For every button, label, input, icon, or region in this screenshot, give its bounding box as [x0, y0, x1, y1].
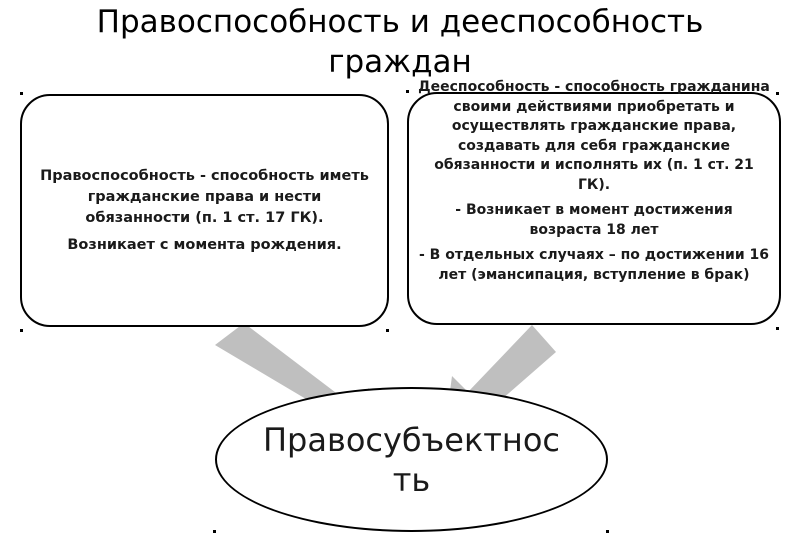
corner-dot — [776, 327, 779, 330]
active-capacity-point-18: - Возникает в момент достижения возраста… — [455, 202, 733, 238]
diagram-title: Правоспособность и дееспособность гражда… — [0, 2, 800, 82]
corner-dot — [776, 92, 779, 95]
legal-capacity-origin: Возникает с момента рождения. — [67, 236, 342, 253]
title-line-1: Правоспособность и дееспособность — [96, 4, 704, 40]
legal-personality-line-2: ть — [392, 460, 431, 499]
corner-dot — [386, 329, 389, 332]
legal-capacity-definition: Правоспособность - способность иметь гра… — [40, 167, 369, 226]
corner-dot — [20, 92, 23, 95]
active-capacity-point-16: - В отдельных случаях – по достижении 16… — [419, 247, 769, 283]
active-capacity-box: Дееспособность - способность гражданина … — [407, 79, 781, 325]
corner-dot — [20, 329, 23, 332]
active-capacity-definition: Дееспособность - способность гражданина … — [418, 79, 770, 193]
title-line-2: граждан — [328, 44, 472, 80]
corner-dot — [406, 90, 409, 93]
legal-capacity-box: Правоспособность - способность иметь гра… — [20, 94, 389, 327]
legal-personality-line-1: Правосубъектнос — [262, 420, 561, 459]
corner-dot — [213, 530, 216, 533]
corner-dot — [606, 530, 609, 533]
legal-personality-ellipse: Правосубъектнос ть — [215, 387, 608, 532]
